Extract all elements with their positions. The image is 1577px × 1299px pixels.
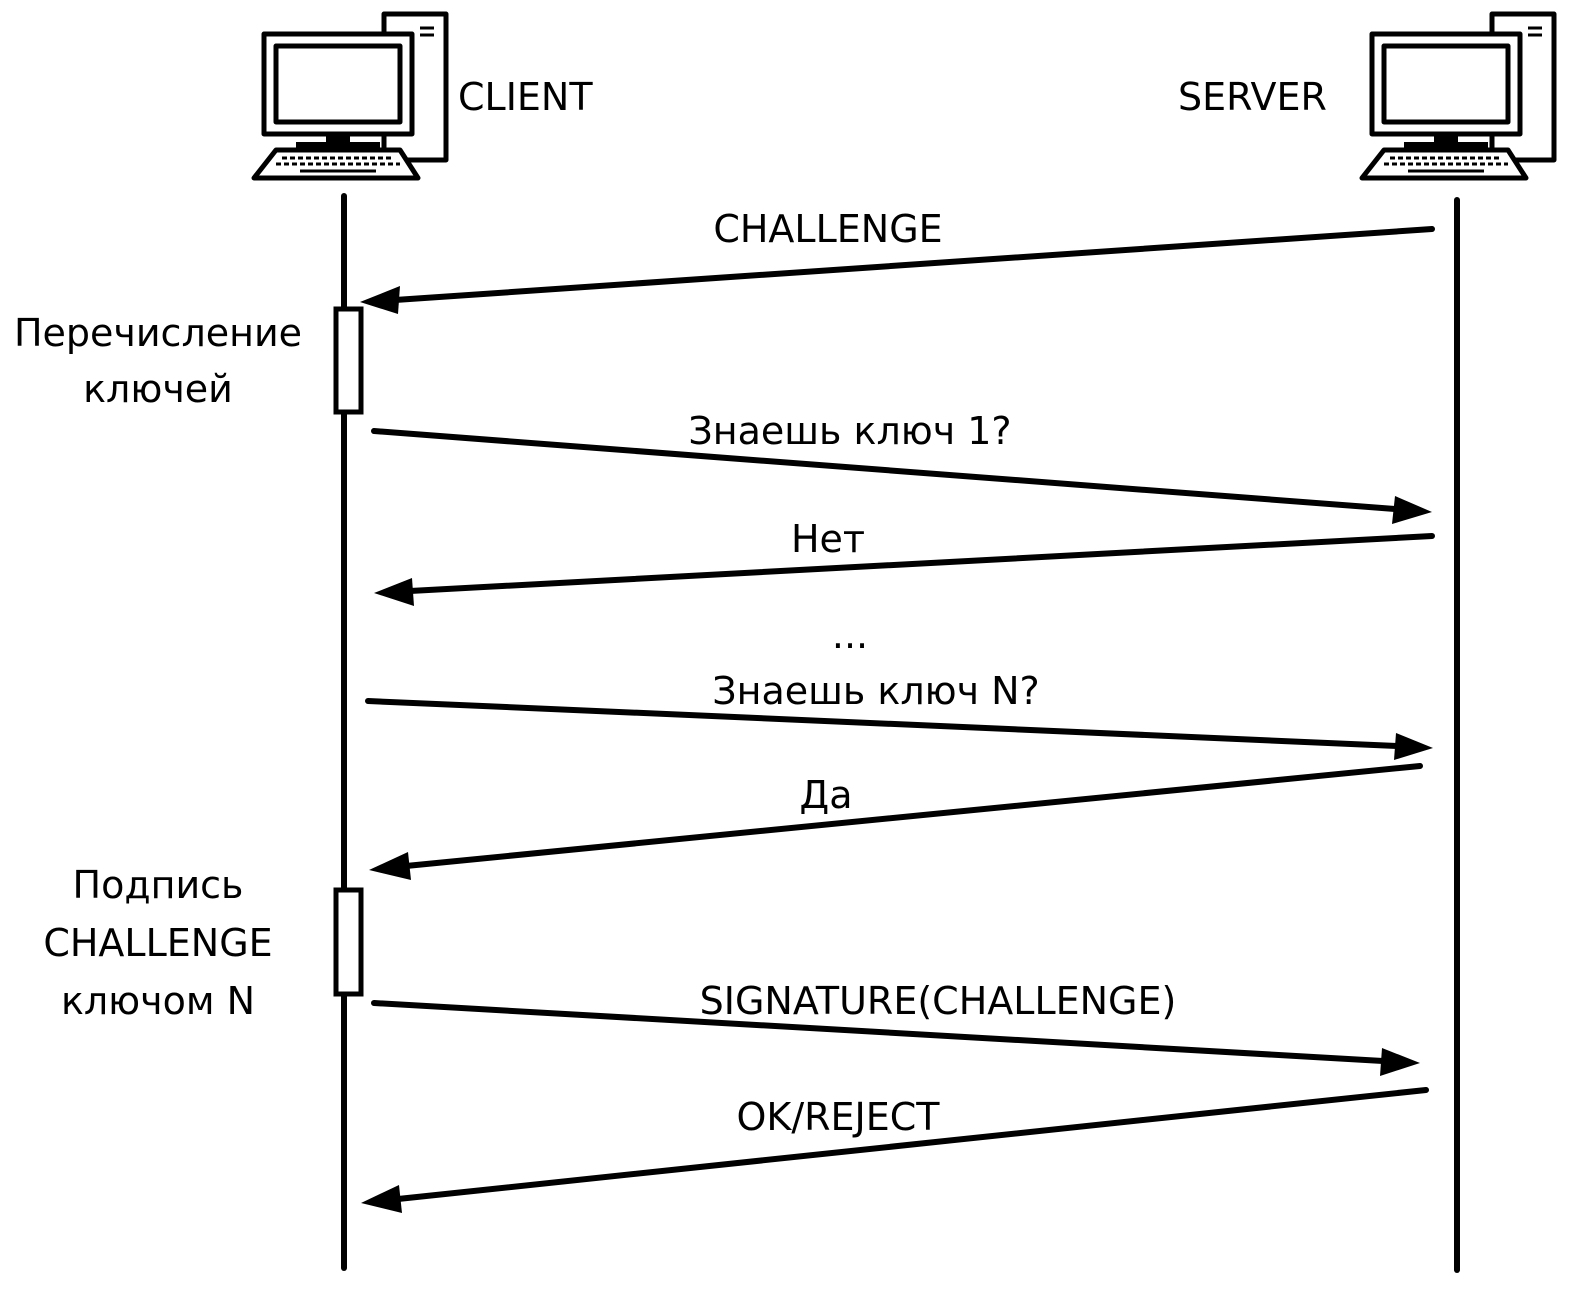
note-signing: Подпись CHALLENGE ключом N [43,863,272,1023]
message-no: Нет [374,517,1435,606]
message-signature: SIGNATURE(CHALLENGE) [371,979,1420,1076]
client-computer-icon [251,11,449,181]
message-know-key-1-label: Знаешь ключ 1? [688,409,1011,453]
message-no-label: Нет [791,517,865,561]
message-challenge-label: CHALLENGE [713,207,942,251]
server-label: SERVER [1178,75,1327,119]
message-know-key-n: Знаешь ключ N? [365,669,1433,760]
note-signing-line1: Подпись [73,863,244,907]
note-signing-line3: ключом N [61,979,255,1023]
message-yes: Да [369,763,1423,880]
activation-signing [333,887,364,997]
message-know-key-n-label: Знаешь ключ N? [712,669,1039,713]
ellipsis: ... [832,613,868,657]
message-know-key-1: Знаешь ключ 1? [371,409,1432,524]
message-yes-label: Да [800,773,853,817]
note-enumeration-line1: Перечисление [14,311,302,355]
message-ok-reject-label: OK/REJECT [736,1095,940,1139]
activation-enumeration [333,306,364,415]
client-label: CLIENT [458,75,593,119]
server-computer-icon [1359,11,1557,181]
message-ok-reject: OK/REJECT [361,1087,1429,1213]
note-enumeration: Перечисление ключей [14,311,302,411]
note-signing-line2: CHALLENGE [43,921,272,965]
note-enumeration-line2: ключей [83,367,233,411]
message-signature-label: SIGNATURE(CHALLENGE) [700,979,1177,1023]
message-challenge: CHALLENGE [360,207,1435,314]
